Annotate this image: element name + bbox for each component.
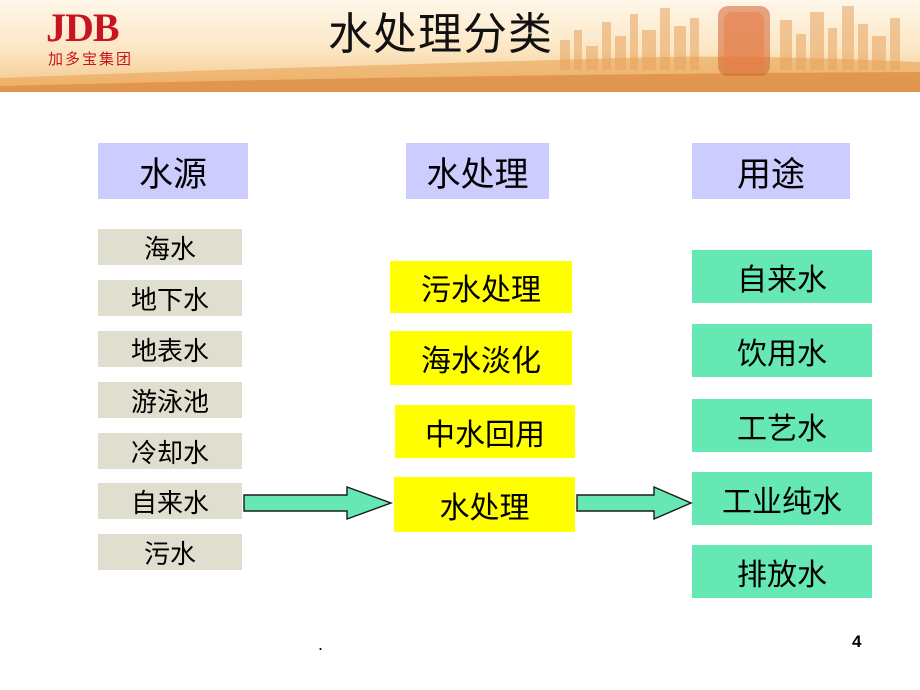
source-cooling-water: 冷却水 (98, 433, 242, 469)
brand-subtitle: 加多宝集团 (48, 50, 134, 68)
treatment-sewage-treatment: 污水处理 (390, 261, 572, 313)
treatment-column-header: 水处理 (406, 143, 549, 199)
brand-logo: JDB (46, 5, 120, 50)
treatment-desalination: 海水淡化 (390, 331, 572, 385)
header-banner: JDB 加多宝集团 水处理分类 (0, 0, 920, 92)
arrow-treatment-to-use (576, 486, 693, 520)
footer-dot: . (318, 634, 324, 654)
source-tap-water: 自来水 (98, 483, 242, 519)
use-process-water: 工艺水 (692, 399, 872, 452)
use-tap-water: 自来水 (692, 250, 872, 303)
source-groundwater: 地下水 (98, 280, 242, 316)
use-industrial-pure-water: 工业纯水 (692, 472, 872, 525)
arrow-source-to-treatment (243, 486, 393, 520)
use-discharge-water: 排放水 (692, 545, 872, 598)
use-drinking-water: 饮用水 (692, 324, 872, 377)
treatment-water-treatment: 水处理 (394, 477, 575, 532)
use-column-header: 用途 (692, 143, 850, 199)
source-column-header: 水源 (98, 143, 248, 199)
source-surface-water: 地表水 (98, 331, 242, 367)
source-seawater: 海水 (98, 229, 242, 265)
slide-title: 水处理分类 (328, 9, 553, 60)
city-skyline-graphic (0, 6, 920, 92)
source-sewage: 污水 (98, 534, 242, 570)
treatment-water-reuse: 中水回用 (395, 405, 575, 458)
source-swimming-pool: 游泳池 (98, 382, 242, 418)
page-number: 4 (852, 632, 862, 651)
